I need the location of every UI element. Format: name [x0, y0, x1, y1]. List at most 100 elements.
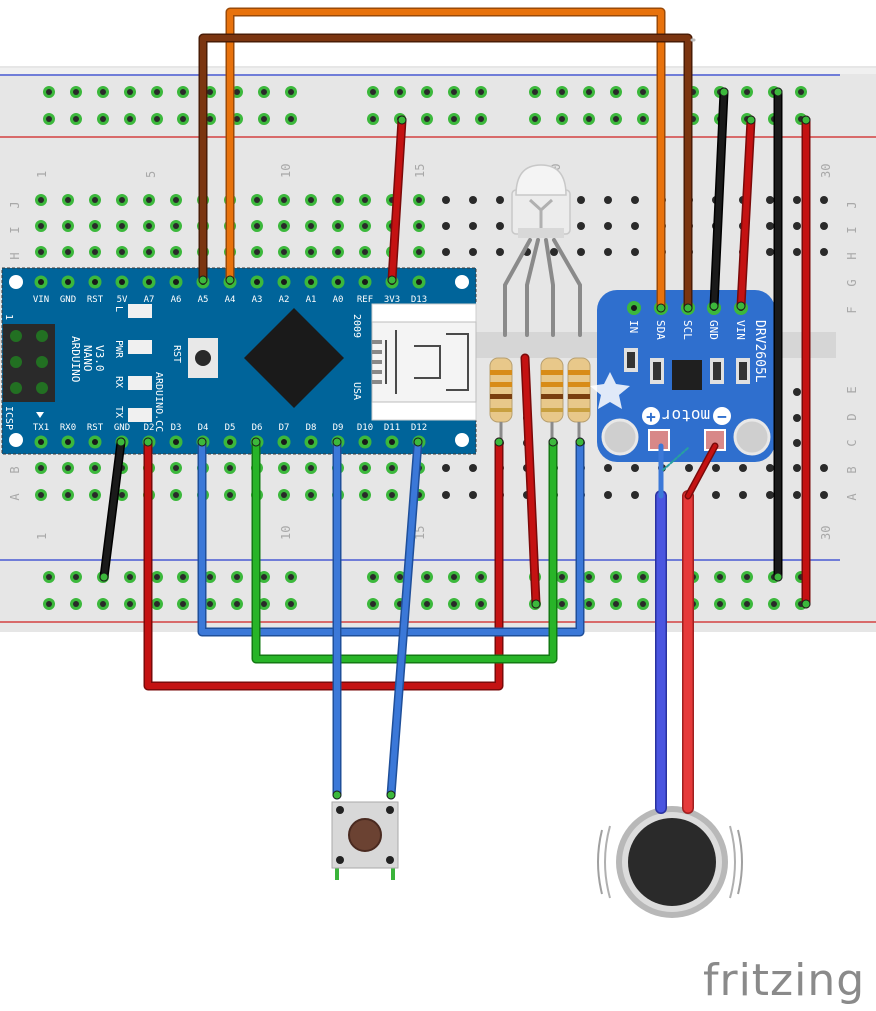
- nano-pin-label: GND: [114, 423, 130, 433]
- rail-hole-center: [424, 601, 430, 607]
- wire-endpoint: [683, 303, 693, 313]
- wire-black-gnd-drv: [709, 87, 729, 311]
- breadboard-hole-center: [254, 249, 260, 255]
- breadboard-hole-center: [416, 249, 422, 255]
- rail-hole-center: [370, 116, 376, 122]
- breadboard-hole-center: [335, 197, 341, 203]
- fritzing-logo: fritzing: [703, 955, 866, 1006]
- rail-hole-center: [127, 601, 133, 607]
- nano-pin-label: A4: [225, 295, 236, 305]
- wire-endpoint: [773, 572, 783, 582]
- rail-hole-center: [717, 601, 723, 607]
- rail-hole-center: [586, 89, 592, 95]
- rail-hole-center: [744, 574, 750, 580]
- breadboard-hole: [469, 196, 477, 204]
- breadboard-hole-center: [65, 197, 71, 203]
- rail-hole-center: [207, 89, 213, 95]
- rail-hole-center: [424, 574, 430, 580]
- icsp-header: ICSP 1: [3, 314, 55, 430]
- breadboard-hole-center: [281, 492, 287, 498]
- motor-plus-icon: [642, 407, 660, 425]
- breadboard-hole: [820, 222, 828, 230]
- rail-hole-center: [46, 574, 52, 580]
- rail-hole-center: [46, 601, 52, 607]
- rail-hole-center: [559, 89, 565, 95]
- breadboard-hole: [820, 491, 828, 499]
- rail-hole-center: [154, 116, 160, 122]
- rail-hole-center: [261, 89, 267, 95]
- drv-pin-label: SCL: [681, 320, 694, 340]
- breadboard-hole-center: [92, 223, 98, 229]
- rail-hole-center: [640, 574, 646, 580]
- nano-pin-label: D2: [144, 423, 155, 433]
- rail-hole-center: [154, 89, 160, 95]
- wire-endpoint: [736, 301, 746, 311]
- breadboard-hole-center: [362, 465, 368, 471]
- nano-pin-label: A1: [306, 295, 317, 305]
- icsp-pin-label: 1: [3, 314, 14, 320]
- rail-hole-center: [640, 116, 646, 122]
- breadboard-hole-center: [38, 223, 44, 229]
- nano-pin-center: [65, 439, 71, 445]
- motor-plus-label: +: [646, 407, 656, 426]
- rail-hole-center: [613, 574, 619, 580]
- breadboard-hole-center: [38, 249, 44, 255]
- breadboard-hole: [604, 196, 612, 204]
- breadboard-hole-center: [362, 249, 368, 255]
- led-label: L: [113, 306, 124, 312]
- row-letter: H: [8, 252, 22, 259]
- breadboard-hole-center: [173, 223, 179, 229]
- rail-hole-center: [451, 574, 457, 580]
- rail-hole-center: [180, 601, 186, 607]
- wire-endpoint: [746, 115, 756, 125]
- nano-pin-label: VIN: [33, 295, 49, 305]
- rail-hole-center: [46, 116, 52, 122]
- nano-pin-label: RX0: [60, 423, 76, 433]
- rail-hole-center: [207, 116, 213, 122]
- breadboard-hole: [442, 491, 450, 499]
- breadboard-hole: [469, 491, 477, 499]
- rgb-led: [503, 164, 582, 337]
- breadboard-hole: [442, 222, 450, 230]
- mounting-hole: [9, 275, 23, 289]
- pushbutton: [331, 801, 399, 880]
- breadboard-hole: [604, 222, 612, 230]
- wire-endpoints: [99, 87, 811, 800]
- nano-pin-center: [173, 279, 179, 285]
- adafruit-logo-icon: [590, 372, 630, 409]
- rail-hole-center: [613, 89, 619, 95]
- nano-pin-center: [38, 279, 44, 285]
- breadboard-hole: [496, 196, 504, 204]
- breadboard-labels: 1 5 10 15 20 30 1 10 15 30 J I H B A J I…: [8, 164, 859, 540]
- breadboard-hole-center: [173, 492, 179, 498]
- breadboard-hole-center: [38, 197, 44, 203]
- rail-hole-center: [744, 601, 750, 607]
- breadboard-hole-center: [65, 465, 71, 471]
- breadboard-hole: [766, 222, 774, 230]
- breadboard-hole-center: [416, 223, 422, 229]
- nano-top-pin-row: [34, 275, 426, 289]
- nano-pin-center: [389, 439, 395, 445]
- row-letter: B: [8, 466, 22, 473]
- rail-hole-center: [127, 89, 133, 95]
- breadboard-hole-center: [335, 223, 341, 229]
- row-letter: D: [845, 413, 859, 420]
- row-letter: E: [845, 386, 859, 393]
- breadboard-hole-center: [173, 197, 179, 203]
- breadboard-hole: [766, 196, 774, 204]
- breadboard-hole: [793, 439, 801, 447]
- rail-hole-center: [640, 89, 646, 95]
- rail-hole-center: [288, 574, 294, 580]
- wire-endpoint: [116, 437, 126, 447]
- breadboard-hole-center: [308, 492, 314, 498]
- wire-endpoint: [656, 303, 666, 313]
- nano-pin-label: A2: [279, 295, 290, 305]
- breadboard-hole: [469, 464, 477, 472]
- row-letter: G: [845, 279, 859, 286]
- wire-black-nano-gnd: [99, 437, 126, 582]
- rail-hole-center: [234, 574, 240, 580]
- wire-endpoint: [413, 437, 423, 447]
- nano-pin-label: D13: [411, 295, 427, 305]
- rail-hole-center: [288, 89, 294, 95]
